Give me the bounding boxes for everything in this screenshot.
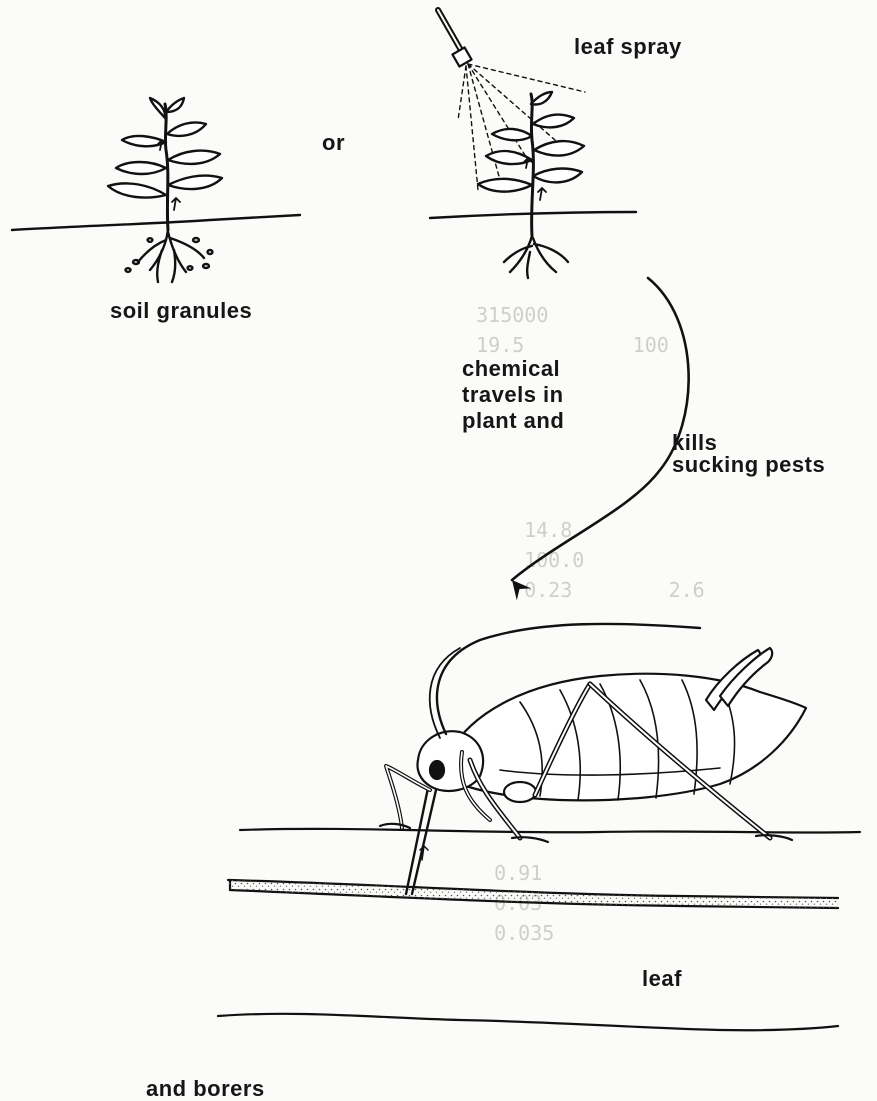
or-label: or [322,130,345,156]
leaf-label: leaf [642,966,682,992]
soil-granules-label: soil granules [110,298,252,324]
plant-soil-granules-icon [12,98,300,282]
plant-being-sprayed-icon [430,92,636,278]
and-borers-label: and borers [146,1076,265,1101]
leaf-cross-section-icon [218,829,860,1030]
aphid-insect-icon [380,624,806,894]
kills-sucking-pests-label: kills sucking pests [672,432,825,476]
leaf-spray-label: leaf spray [574,34,682,60]
chemical-travels-label: chemical travels in plant and [462,356,564,434]
